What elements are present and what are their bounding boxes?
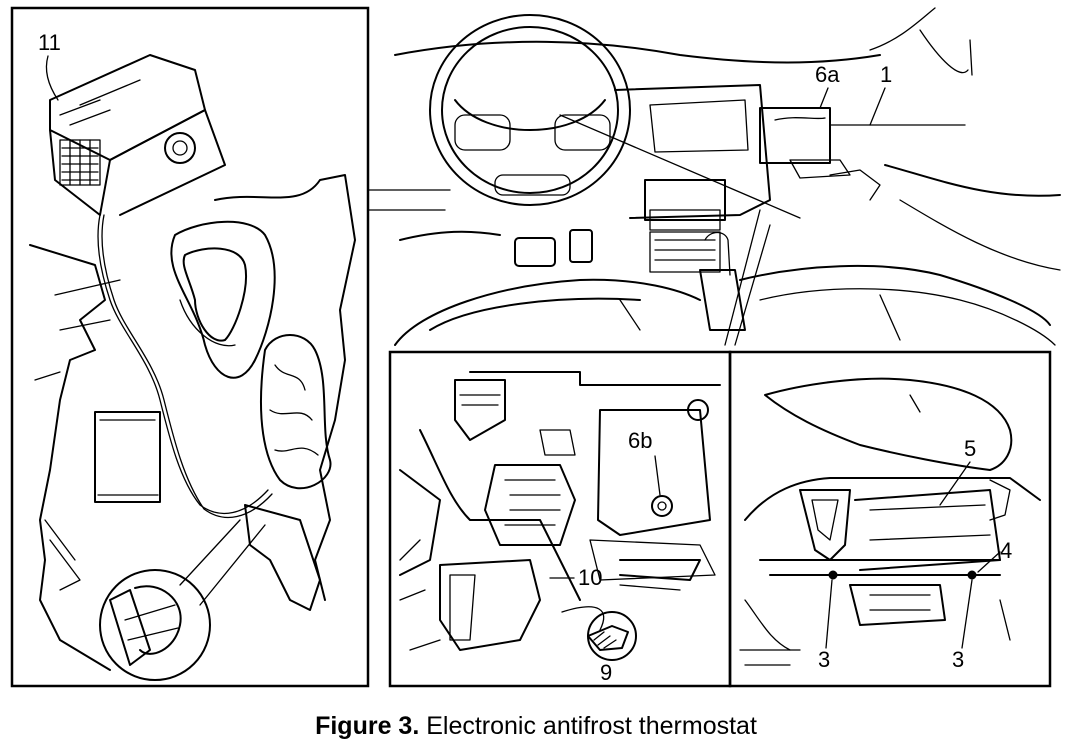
- capillary-tube: [97, 214, 269, 515]
- callout-5: 5: [964, 436, 976, 461]
- callout-3-left: 3: [818, 647, 830, 672]
- leader-6b: [654, 455, 661, 496]
- screw-3-right: [967, 570, 977, 580]
- leader-6a: [819, 87, 829, 109]
- callout-10: 10: [578, 565, 602, 590]
- middle-panel: 6b 10 9: [388, 350, 732, 688]
- figure-caption: Figure 3. Electronic antifrost thermosta…: [0, 712, 1072, 741]
- passenger-seat: [739, 264, 1051, 326]
- right-panel-frame: [728, 350, 1052, 688]
- steering-wheel: [429, 14, 631, 206]
- thermostat-bracket: [49, 54, 226, 216]
- driver-seat: [394, 278, 701, 346]
- clip-detail-magnifier: [99, 519, 266, 681]
- screw-3-left: [828, 570, 838, 580]
- thermostat-6b-plate: [597, 409, 711, 536]
- leader-11: [45, 55, 59, 101]
- leader-1: [869, 87, 886, 126]
- callout-11: 11: [38, 30, 61, 55]
- figure-caption-text: Electronic antifrost thermostat: [426, 712, 757, 740]
- glove-box-lid: [764, 377, 1013, 471]
- screw-9: [561, 606, 637, 661]
- dashboard-top-edge: [394, 40, 881, 64]
- middle-panel-frame: [388, 350, 732, 688]
- thermostat-6a-body: [759, 107, 831, 164]
- screw-6b: [651, 495, 673, 517]
- left-panel-frame: [10, 6, 370, 688]
- leader-5: [939, 461, 971, 506]
- callout-6a: 6a: [815, 62, 840, 87]
- leader-3-left: [825, 579, 833, 649]
- air-duct-opening: [799, 489, 851, 561]
- callout-4: 4: [1000, 538, 1012, 563]
- leader-3-right: [961, 579, 973, 649]
- connector-bottom: [724, 209, 771, 346]
- leader-4: [977, 551, 1001, 573]
- callout-6b: 6b: [628, 428, 652, 453]
- evaporator-housing: [29, 174, 356, 671]
- figure-caption-label: Figure 3.: [315, 712, 420, 740]
- callout-3-right: 3: [952, 647, 964, 672]
- callout-1: 1: [880, 62, 892, 87]
- left-panel: 11: [10, 6, 370, 688]
- gear-lever: [699, 269, 746, 331]
- dashboard-overview: 6a 1: [367, 7, 1061, 346]
- right-panel: 5 4 3 3: [728, 350, 1052, 688]
- callout-9: 9: [600, 660, 612, 685]
